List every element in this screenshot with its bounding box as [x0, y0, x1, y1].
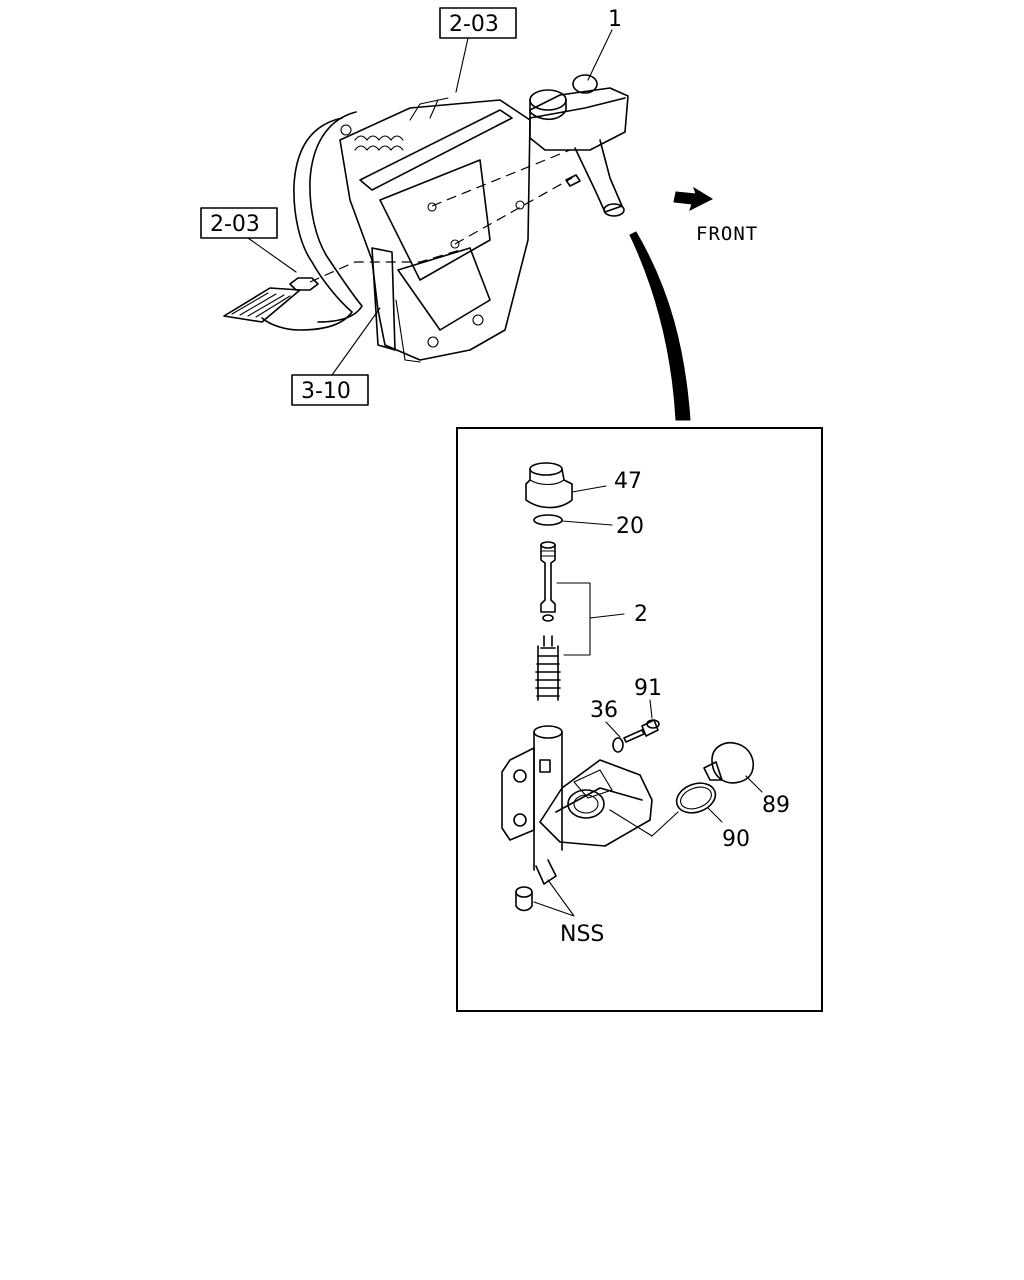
part-91-bleeder	[623, 699, 660, 743]
front-label: FRONT	[696, 223, 758, 245]
master-cylinder-body	[501, 725, 679, 885]
part-36-washer	[605, 721, 624, 753]
ref-label-left: 2-03	[210, 212, 260, 237]
callout-89: 89	[762, 793, 790, 818]
callout-1: 1	[608, 7, 622, 32]
callout-90: 90	[722, 827, 750, 852]
part-20-snap-ring	[533, 514, 613, 526]
callout-91: 91	[634, 676, 662, 701]
ref-box-bottom	[291, 374, 369, 406]
callout-20: 20	[616, 514, 644, 539]
front-arrow-icon	[673, 186, 714, 211]
detail-pointer-arrow	[629, 231, 691, 421]
ref-box-left	[200, 207, 278, 239]
callout-36: 36	[590, 698, 618, 723]
callout-2: 2	[634, 602, 648, 627]
ref-label-top: 2-03	[449, 12, 499, 37]
part-nss-seal	[515, 879, 575, 917]
callout-47: 47	[614, 469, 642, 494]
callout-nss: NSS	[560, 922, 604, 947]
ref-label-bottom: 3-10	[301, 379, 351, 404]
master-cylinder-assembled	[427, 74, 629, 249]
part-47-boot	[525, 462, 607, 509]
part-89-cap	[703, 742, 763, 793]
detail-frame	[456, 427, 823, 1012]
ref-box-top	[439, 7, 517, 39]
part-2-piston-kit	[535, 541, 625, 701]
pedal-bracket-assembly	[223, 97, 531, 363]
part-90-o-ring	[675, 782, 723, 823]
